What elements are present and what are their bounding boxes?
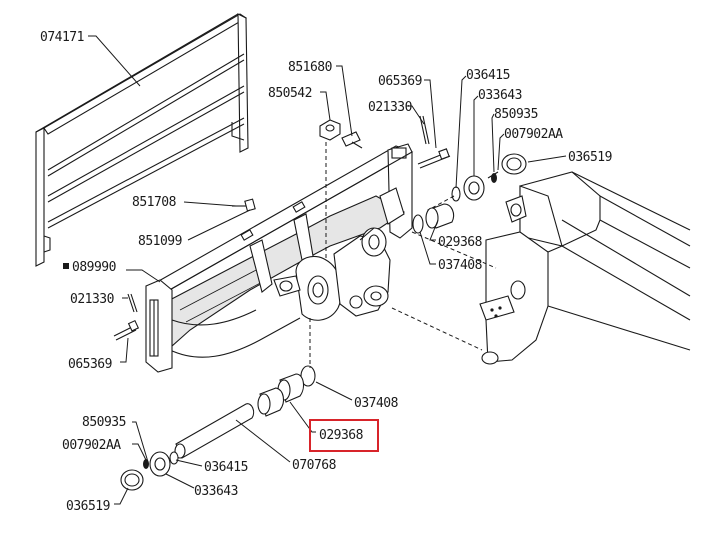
label-sleeve-low[interactable]: 029368 xyxy=(319,428,363,443)
leader-lines xyxy=(88,35,567,505)
label-circlip-low[interactable]: 037408 xyxy=(354,396,398,411)
selected-part-highlight xyxy=(309,419,379,452)
label-bushing-top[interactable]: 033643 xyxy=(478,88,522,103)
label-marker[interactable]: 089990 xyxy=(72,260,116,275)
left-hardware-group xyxy=(113,198,256,341)
label-seal-top[interactable]: 036519 xyxy=(568,150,612,165)
marker-square-icon xyxy=(63,263,69,269)
label-pin-left[interactable]: 065369 xyxy=(68,357,112,372)
label-sleeve-right[interactable]: 029368 xyxy=(438,235,482,250)
top-hardware-group xyxy=(319,115,527,234)
label-circlip-right[interactable]: 037408 xyxy=(438,258,482,273)
label-pin-top[interactable]: 065369 xyxy=(378,74,422,89)
assembly-lines xyxy=(309,142,497,368)
guard-frame-part xyxy=(35,13,249,267)
label-nipple-top[interactable]: 850935 xyxy=(494,107,538,122)
hinge-bracket-part xyxy=(249,187,405,321)
label-cotter-top[interactable]: 021330 xyxy=(368,100,412,115)
label-shaft[interactable]: 070768 xyxy=(292,458,336,473)
machine-frame-part xyxy=(479,171,691,365)
label-guard[interactable]: 074171 xyxy=(40,30,84,45)
main-beam-part xyxy=(145,143,414,373)
label-seal-low[interactable]: 036519 xyxy=(66,499,110,514)
shaft-assembly-group xyxy=(120,365,316,491)
label-cap-top[interactable]: 007902AA xyxy=(504,127,564,142)
label-washer-low[interactable]: 036415 xyxy=(204,460,248,475)
label-bushing-low[interactable]: 033643 xyxy=(194,484,238,499)
part-labels: 074171 851680 850542 065369 021330 03641… xyxy=(40,30,612,514)
label-washer-top[interactable]: 036415 xyxy=(466,68,510,83)
label-bolt-left[interactable]: 851708 xyxy=(132,195,176,210)
label-bolt-top[interactable]: 851680 xyxy=(288,60,332,75)
label-nipple-low[interactable]: 850935 xyxy=(82,415,126,430)
label-nut-left[interactable]: 851099 xyxy=(138,234,182,249)
label-cap-low[interactable]: 007902AA xyxy=(62,438,122,453)
label-cotter-left[interactable]: 021330 xyxy=(70,292,114,307)
label-nut-top[interactable]: 850542 xyxy=(268,86,312,101)
